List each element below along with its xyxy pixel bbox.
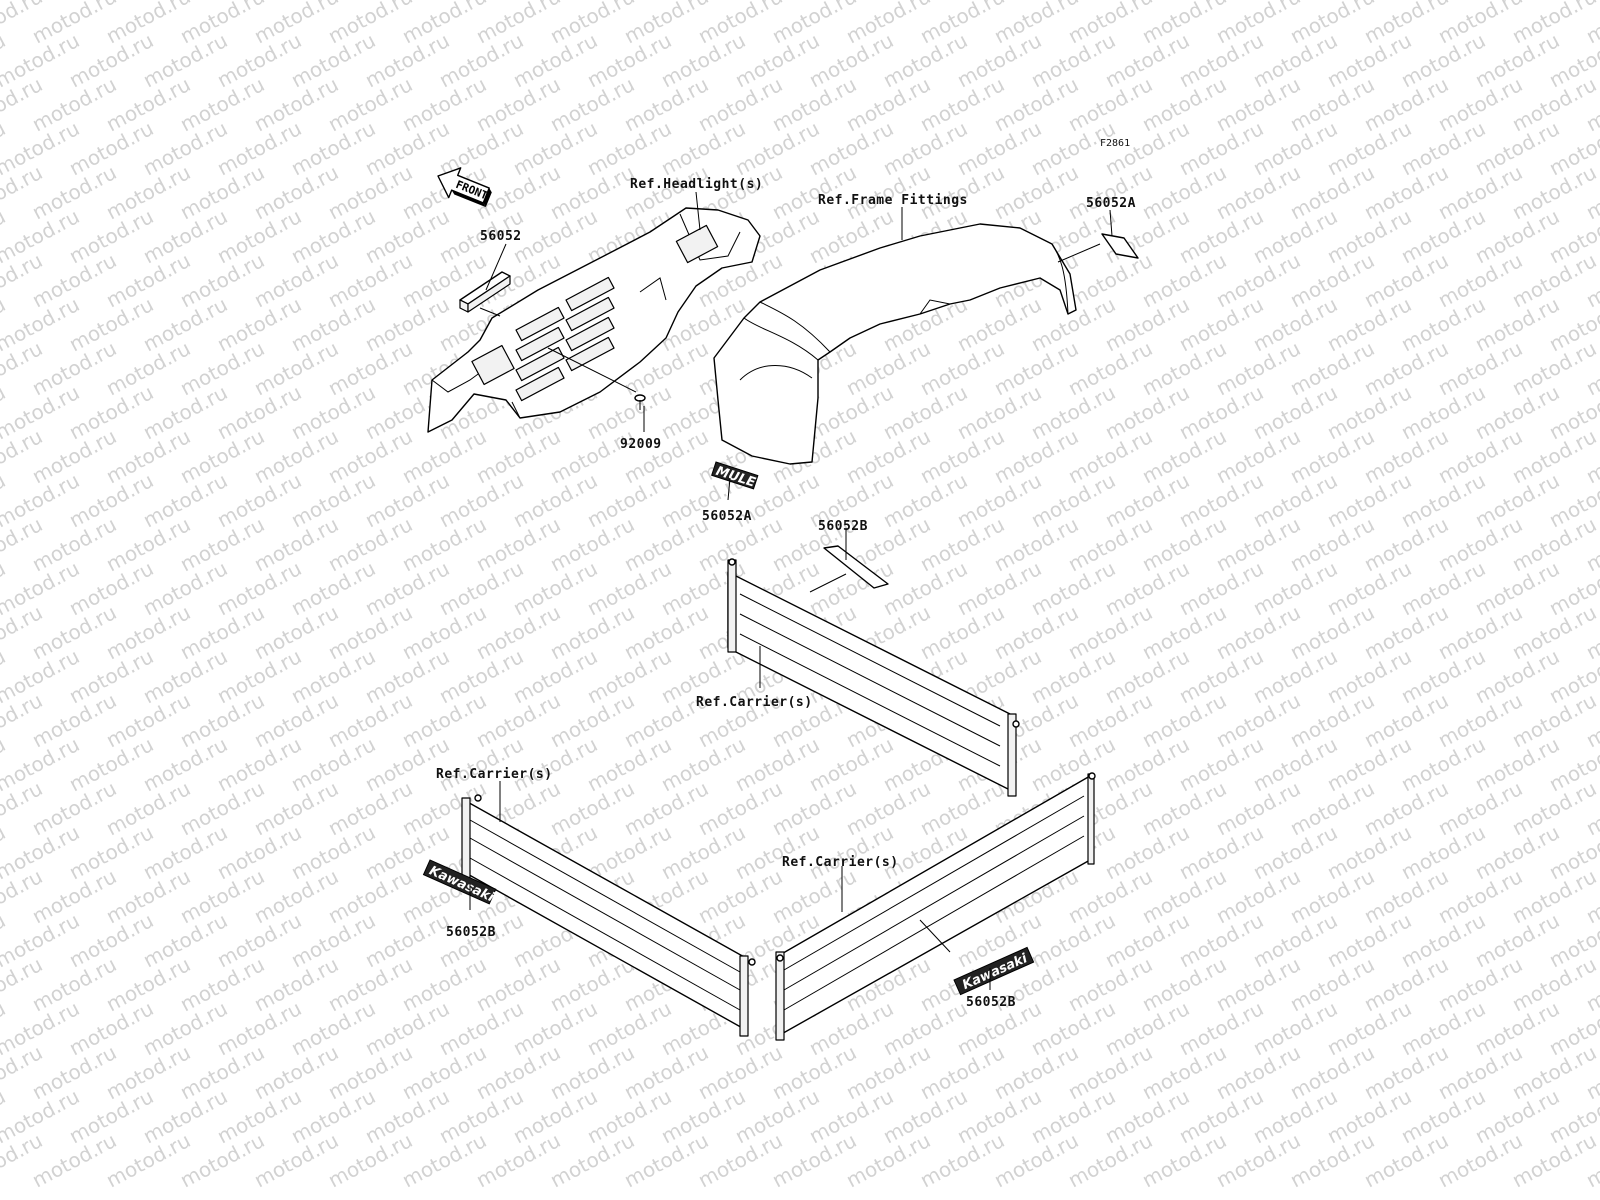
grille-slat bbox=[565, 316, 615, 352]
part-56052-bracket bbox=[459, 271, 511, 313]
callout-56052b-top: 56052B bbox=[818, 519, 868, 534]
front-cover-part bbox=[427, 207, 761, 433]
ref-headlight-label: Ref.Headlight(s) bbox=[630, 177, 763, 192]
part-56052b-decal-top bbox=[823, 545, 889, 589]
grille-slat bbox=[565, 296, 615, 332]
carrier-panel-center bbox=[727, 558, 1020, 797]
grille-slat bbox=[515, 326, 565, 362]
ref-carrier-right-label: Ref.Carrier(s) bbox=[782, 855, 899, 870]
ref-frame-fittings-label: Ref.Frame Fittings bbox=[818, 193, 968, 208]
ref-carrier-center-label: Ref.Carrier(s) bbox=[696, 695, 813, 710]
callout-56052b-right: 56052B bbox=[966, 995, 1016, 1010]
ref-carrier-left-label: Ref.Carrier(s) bbox=[436, 767, 553, 782]
rear-fender-part bbox=[713, 223, 1077, 465]
front-arrow-icon: FRONT bbox=[437, 167, 492, 208]
fastener-92009-icon bbox=[634, 394, 646, 410]
carrier-panel-left bbox=[461, 794, 756, 1037]
grille-slat bbox=[565, 276, 615, 312]
part-56052a-decal-top bbox=[1101, 233, 1139, 259]
grille-slat bbox=[515, 366, 565, 402]
grille-slat bbox=[515, 346, 565, 382]
callout-56052b-left: 56052B bbox=[446, 925, 496, 940]
figure-id: F2861 bbox=[1100, 138, 1130, 149]
callout-92009: 92009 bbox=[620, 437, 662, 452]
callout-56052: 56052 bbox=[480, 229, 522, 244]
callout-56052a-mid: 56052A bbox=[702, 509, 752, 524]
grille-slat bbox=[515, 306, 565, 342]
carrier-panel-right bbox=[775, 772, 1096, 1041]
callout-56052a-top: 56052A bbox=[1086, 196, 1136, 211]
leader-lines bbox=[469, 191, 1113, 990]
grille-slat bbox=[565, 336, 615, 372]
grille-slats bbox=[515, 276, 615, 402]
